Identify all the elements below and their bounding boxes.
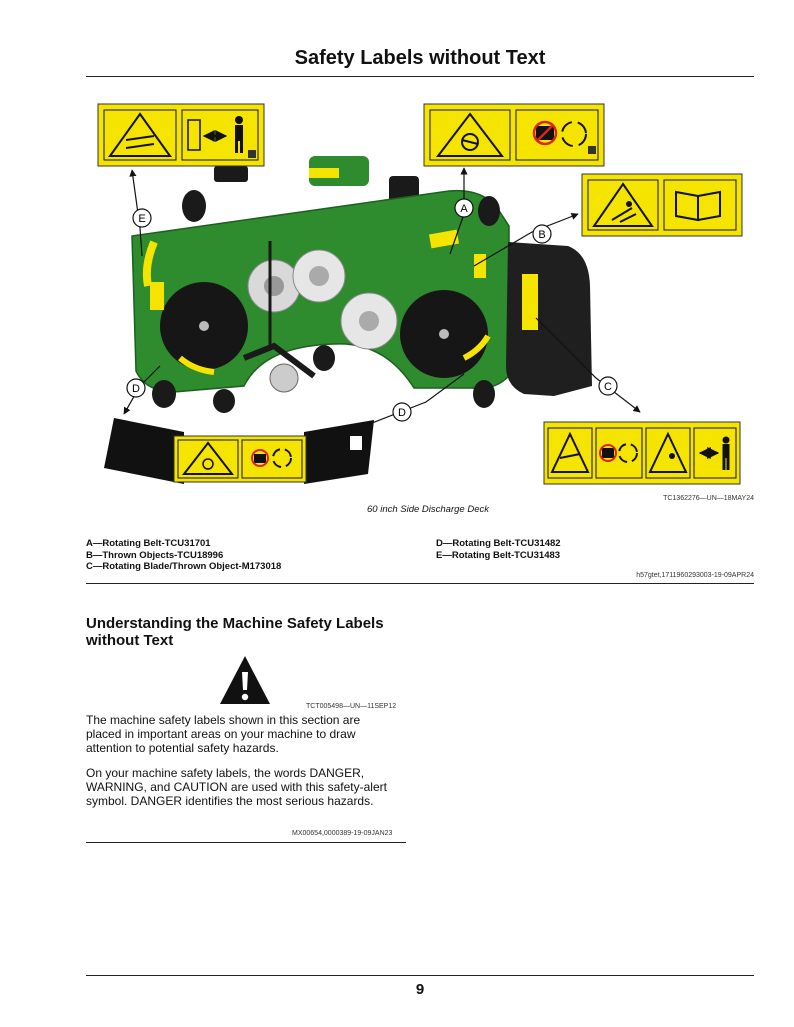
safety-label-d [104,418,374,484]
caster-wheel-rear-left [152,380,176,408]
mower-deck [131,156,592,413]
label-position-b [474,254,486,278]
svg-text:C: C [604,381,612,393]
safety-alert-icon [220,656,270,704]
rotating-part-icon [272,448,292,468]
callout-b: B [532,224,552,244]
rotating-belt-warning-icon [108,112,172,157]
person-icon [235,116,243,124]
legend-item-b: B—Thrown Objects-TCU18996 [86,549,224,561]
safety-label-a [423,103,605,167]
caster-wheel-front-right [478,196,500,226]
discharge-chute [506,242,592,396]
page-number: 9 [415,981,425,998]
caster-wheel-front-left [182,190,206,222]
section-heading: Understanding the Machine Safety Labels … [86,615,384,649]
read-manual-icon [675,190,721,222]
svg-text:D: D [132,383,140,395]
callout-d-right: D [392,402,412,422]
callout-d-left: D [126,378,146,398]
label-position-e [150,282,164,310]
paragraph-2: On your machine safety labels, the words… [86,766,387,808]
svg-text:A: A [460,203,468,215]
rotating-part-icon [561,121,587,147]
safety-label-e [97,103,265,167]
rotating-blade-icon [618,443,638,463]
callout-e: E [132,208,152,228]
legend-rule [86,583,754,584]
label-position-c [522,274,538,330]
legend-reference: h57gtet,1711960293003-19-09APR24 [636,572,754,579]
legend-item-c: C—Rotating Blade/Thrown Object-M173018 [86,561,282,572]
svg-text:D: D [398,407,406,419]
legend-item-e: E—Rotating Belt-TCU31483 [436,549,561,561]
deck-illustration: A B C D D E [97,103,743,485]
thrown-objects-warning-icon [592,182,654,227]
legend-left: A—Rotating Belt-TCU31701 B—Thrown Object… [86,538,281,573]
title-rule [86,76,754,77]
page-title: Safety Labels without Text [294,47,546,69]
paragraph-1: The machine safety labels shown in this … [86,713,361,755]
caster-wheel-rear-right [473,380,495,408]
legend-item-d: D—Rotating Belt-TCU31482 [436,538,561,549]
callout-leaders [123,167,641,432]
rotating-belt-warning-icon [181,441,235,475]
no-hand-icon [254,454,266,463]
label-position-a [428,229,460,249]
section-reference: MX00654,0000389-19-09JAN23 [292,830,393,837]
callout-c: C [598,376,618,396]
footer-rule [86,975,754,976]
safety-label-b [581,173,743,237]
person-icon [722,436,730,444]
legend-item-a: A—Rotating Belt-TCU31701 [86,538,211,549]
svg-text:E: E [138,213,145,225]
rotating-belt-warning-icon [435,112,505,157]
belt-guard-icon [187,119,201,151]
blade-warning-icon [550,431,590,473]
section-rule [86,842,406,843]
legend-right: D—Rotating Belt-TCU31482 E—Rotating Belt… [436,538,561,561]
figure-reference: TC1362276—UN—18MAY24 [663,495,754,502]
no-hand-icon [602,448,614,458]
callout-a: A [454,198,474,218]
figure-caption: 60 inch Side Discharge Deck [367,504,489,515]
icon-reference: TCT005498—UN—11SEP12 [306,703,397,710]
safety-label-c [543,421,741,485]
svg-text:B: B [538,229,545,241]
thrown-object-warning-icon [648,431,688,473]
